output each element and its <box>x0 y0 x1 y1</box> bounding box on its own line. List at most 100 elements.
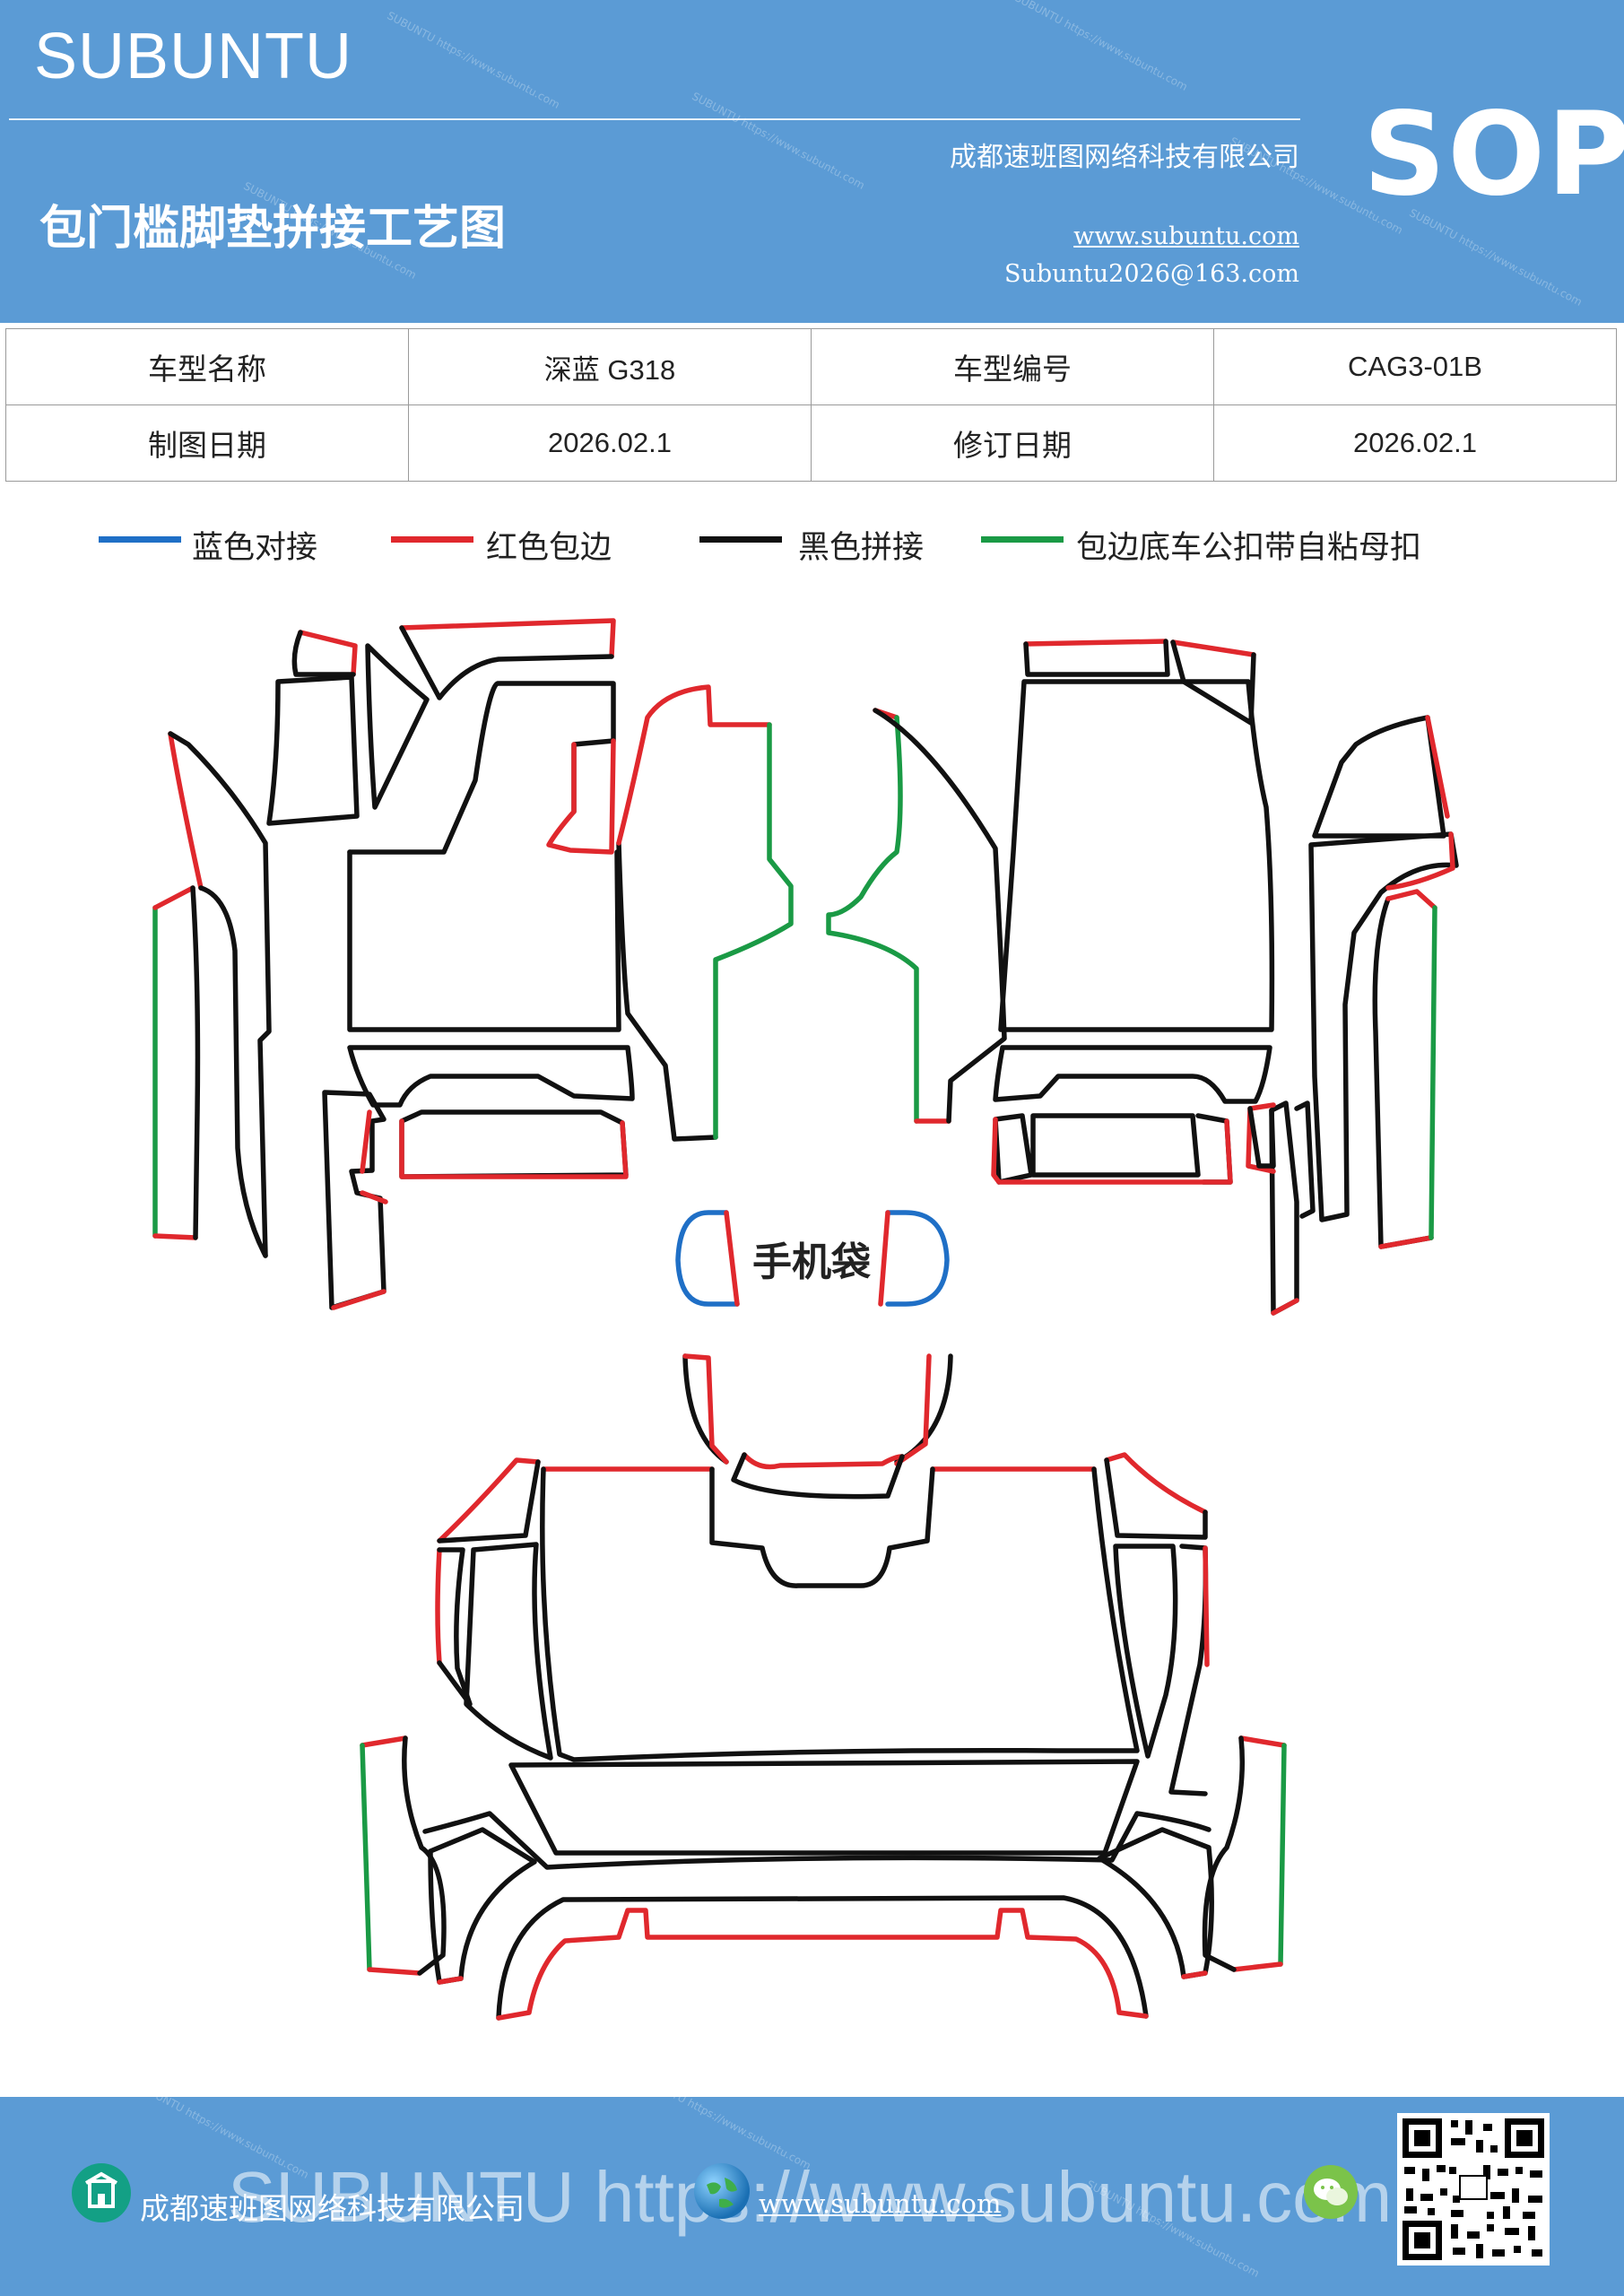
watermark: SUBUNTU https://www.subuntu.com <box>385 9 562 111</box>
outer-sill-strip-right <box>1372 896 1434 1249</box>
rear-outer-strip-left <box>360 1743 372 1972</box>
table-row: 车型名称 深蓝 G318 车型编号 CAG3-01B <box>5 328 1617 405</box>
front-mat-left <box>347 681 616 855</box>
rear-outer-strip-left <box>367 1967 422 1976</box>
website-link[interactable]: www.subuntu.com <box>1073 222 1299 250</box>
pillar-piece-left <box>266 674 360 826</box>
globe-icon <box>694 2163 750 2219</box>
header-banner: SUBUNTU https://www.subuntu.com SUBUNTU … <box>0 0 1624 323</box>
brand-name: SUBUNTU <box>34 21 353 92</box>
heel-pad-left <box>399 1109 629 1179</box>
pillar-piece-top-left <box>291 630 356 677</box>
phone-bag-right-edge <box>885 1210 950 1307</box>
rear-side-piece-right <box>1113 1544 1178 1759</box>
label-model-code: 车型编号 <box>811 328 1214 405</box>
door-piece-left <box>168 731 204 891</box>
rear-hump-piece <box>894 1353 932 1466</box>
phone-bag-right-edge <box>878 1210 890 1307</box>
pillar-piece-top-right <box>1170 639 1256 726</box>
step-strip-right <box>1294 1100 1316 1219</box>
vehicle-info-table: 车型名称 深蓝 G318 车型编号 CAG3-01B 制图日期 2026.02.… <box>5 328 1617 482</box>
rear-side-piece-right <box>1104 1457 1208 1540</box>
legend-swatch <box>981 536 1064 543</box>
table-row: 制图日期 2026.02.1 修订日期 2026.02.1 <box>5 404 1617 482</box>
wechat-icon <box>1304 2165 1358 2219</box>
rear-outer-strip-right <box>1231 1961 1283 1972</box>
legend-label: 黑色拼接 <box>798 530 925 566</box>
front-mat-right-top <box>1023 639 1170 677</box>
legend-label: 包边底车公扣带自粘母扣 <box>1076 530 1422 566</box>
step-strip-right <box>1269 1100 1299 1316</box>
door-piece-right <box>1385 831 1455 891</box>
step-strip-right <box>1247 1106 1276 1169</box>
qr-code <box>1397 2113 1550 2266</box>
splicing-diagram: 手机袋 <box>0 592 1624 2081</box>
value-revision-date: 2026.02.1 <box>1213 404 1617 482</box>
front-mat-left-bottom <box>331 1109 388 1310</box>
outer-sill-strip-right <box>1429 905 1437 1240</box>
footer-watermark: SUBUNTU https://www.subuntu.com <box>228 2157 1393 2237</box>
value-drawing-date: 2026.02.1 <box>408 404 812 482</box>
door-piece-left <box>198 885 268 1258</box>
rear-wedge-left <box>437 1976 464 1985</box>
value-model-name: 深蓝 G318 <box>408 328 812 405</box>
rear-outer-strip-left <box>360 1735 408 1748</box>
footer-company-name: 成都速班图网络科技有限公司 <box>140 2191 525 2226</box>
rear-side-piece-right <box>1203 1545 1210 1667</box>
front-right-pieces <box>826 639 1459 1316</box>
phone-bag-left-edge <box>724 1210 740 1307</box>
rear-mat <box>360 1353 1287 2021</box>
rear-center-pad <box>508 1759 1140 1856</box>
rear-hump-piece <box>682 1353 729 1465</box>
b-pillar-strip-left <box>365 643 430 810</box>
center-tunnel-right <box>826 715 919 1124</box>
footer-website-link[interactable]: www.subuntu.com <box>759 2188 1002 2219</box>
legend-label: 蓝色对接 <box>192 530 318 566</box>
rear-rail <box>496 1895 1149 2021</box>
pillar-piece-top-left <box>298 630 358 677</box>
front-mat-left <box>546 738 616 855</box>
rear-outer-strip-right <box>1202 1735 1245 1972</box>
rear-outer-strip-right <box>1238 1735 1287 1748</box>
heel-pad-right <box>991 1117 1233 1185</box>
rear-side-piece-right <box>1104 1452 1208 1515</box>
rear-lower-band <box>422 1811 1211 1870</box>
rear-floor-main <box>709 1466 935 1588</box>
rear-side-piece-left <box>435 1547 442 1665</box>
rear-floor-main <box>540 1466 1140 1762</box>
rear-hump-center <box>731 1452 905 1500</box>
document-title: 包门槛脚垫拼接工艺图 <box>39 202 507 256</box>
legend-label: 红色包边 <box>486 530 612 566</box>
rear-hump-center <box>742 1452 905 1470</box>
rear-wedge-left <box>428 1827 537 1985</box>
door-piece-left <box>168 731 272 1258</box>
label-drawing-date: 制图日期 <box>5 404 409 482</box>
step-strip-right <box>1246 1102 1299 1316</box>
pillar-piece-right <box>1312 715 1446 839</box>
watermark: SUBUNTU https://www.subuntu.com <box>690 90 867 192</box>
rear-side-piece-left <box>437 1457 541 1544</box>
rear-wedge-right <box>1181 1970 1208 1979</box>
front-mat-right-top <box>1023 639 1168 647</box>
label-revision-date: 修订日期 <box>811 404 1214 482</box>
rear-outer-strip-left <box>402 1735 447 1976</box>
center-tunnel-left <box>713 722 794 1140</box>
heel-pad-left <box>399 1118 629 1179</box>
outer-sill-strip-left <box>152 885 198 1240</box>
header-divider <box>9 118 1300 120</box>
rear-side-piece-left <box>437 1459 541 1544</box>
legend-swatch <box>391 536 473 543</box>
center-tunnel-left <box>616 840 718 1142</box>
company-name: 成都速班图网络科技有限公司 <box>950 142 1299 173</box>
heel-pad-right <box>993 1113 1233 1185</box>
front-mat-right <box>998 679 1275 1032</box>
rear-side-piece-left <box>437 1547 473 1707</box>
email-address[interactable]: Subuntu2026@163.com <box>1004 260 1299 288</box>
building-icon <box>72 2163 131 2222</box>
legend-swatch <box>699 536 782 543</box>
phone-bag: 手机袋 <box>675 1210 950 1307</box>
label-model-name: 车型名称 <box>5 328 409 405</box>
front-mat-left-bottom <box>347 1045 635 1108</box>
phone-bag-left-edge <box>675 1210 740 1307</box>
top-trim-left <box>399 618 616 659</box>
